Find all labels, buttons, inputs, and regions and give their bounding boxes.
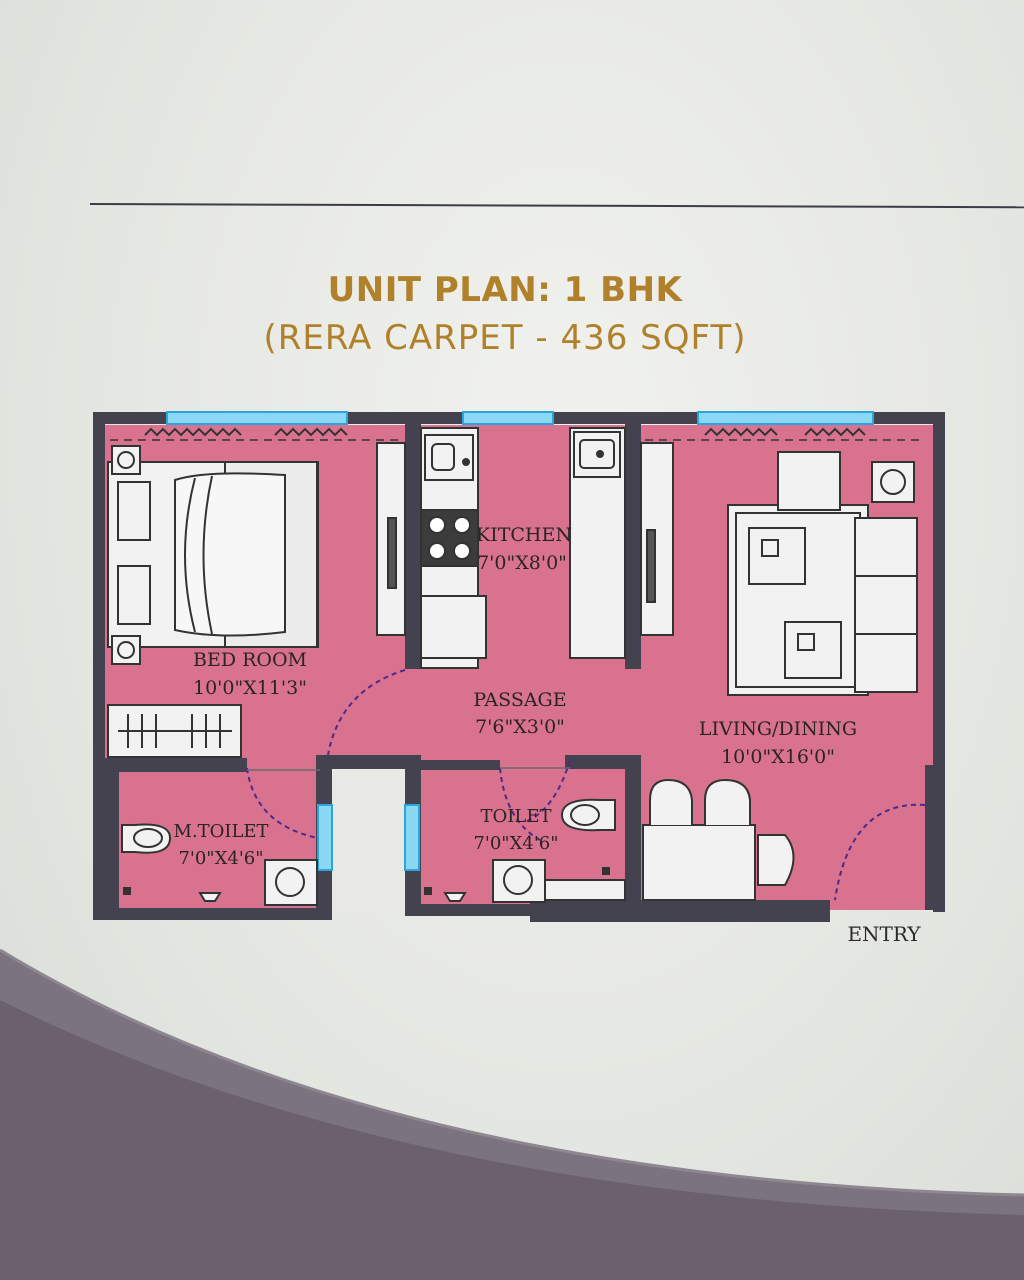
plan-subtitle: (RERA CARPET - 436 SQFT) xyxy=(263,318,747,358)
bedside-lamps xyxy=(111,445,141,665)
kitchen-size: 7'0"X8'0" xyxy=(477,552,567,574)
m-toilet-name: M.TOILET xyxy=(173,821,268,842)
bed xyxy=(107,461,319,648)
passage-name: PASSAGE xyxy=(473,689,566,711)
living-tv-unit xyxy=(640,442,674,636)
kitchen-name: KITCHEN xyxy=(476,524,572,546)
windows xyxy=(166,411,874,871)
toilet-name: TOILET xyxy=(481,806,552,827)
kitchen-counter xyxy=(420,427,626,669)
dining-set xyxy=(642,778,795,901)
toilet-fixtures xyxy=(424,798,626,903)
passage-size: 7'6"X3'0" xyxy=(475,716,565,738)
living-name: LIVING/DINING xyxy=(699,718,857,740)
toilet-size: 7'0"X4'6" xyxy=(473,833,558,854)
m-toilet-size: 7'0"X4'6" xyxy=(178,848,263,869)
plan-title: UNIT PLAN: 1 BHK xyxy=(327,270,683,310)
door-swings xyxy=(246,669,926,901)
bedroom-name: BED ROOM xyxy=(193,649,307,671)
living-size: 10'0"X16'0" xyxy=(721,746,835,768)
m-toilet-fixtures xyxy=(121,823,318,906)
bedroom-size: 10'0"X11'3" xyxy=(193,677,307,699)
entry-label: ENTRY xyxy=(847,922,921,946)
sofa-set xyxy=(727,451,918,696)
curtains xyxy=(110,427,925,441)
bedroom-tv-unit xyxy=(376,442,406,636)
shaft-area xyxy=(330,765,410,915)
wardrobe xyxy=(107,704,242,758)
